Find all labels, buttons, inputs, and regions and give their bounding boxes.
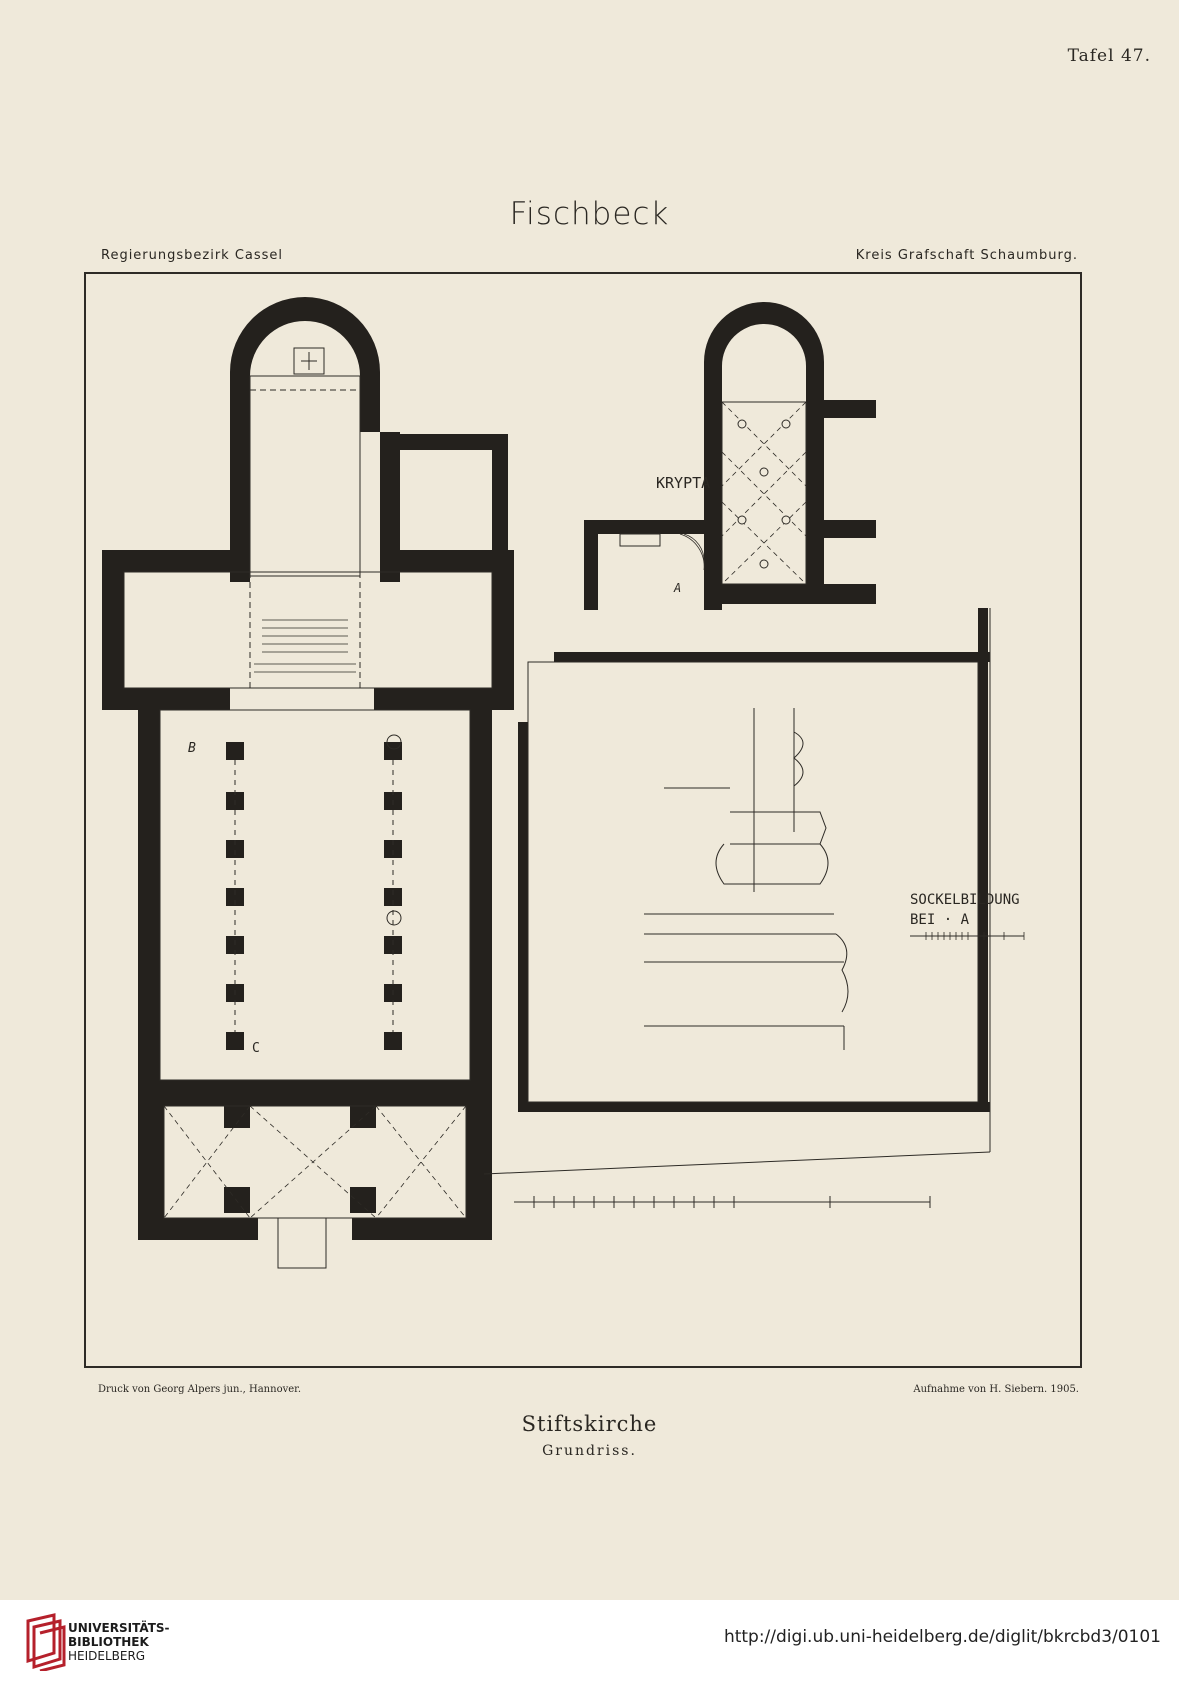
library-logo-icon [26, 1613, 66, 1671]
mark-b: B [188, 741, 196, 756]
floor-plan-drawing: KRYPTA SOCKELBILDUNG BEI · A A B C [102, 297, 1025, 1269]
printer-credit: Druck von Georg Alpers jun., Hannover. [98, 1384, 302, 1395]
district-label: Kreis Grafschaft Schaumburg. [855, 248, 1078, 263]
permalink-url[interactable]: http://digi.ub.uni-heidelberg.de/diglit/… [723, 1627, 1161, 1647]
library-line-1: UNIVERSITÄTS- [68, 1621, 170, 1635]
library-line-2: BIBLIOTHEK [68, 1635, 149, 1649]
survey-credit: Aufnahme von H. Siebern. 1905. [913, 1384, 1079, 1395]
plate-number: Tafel 47. [1067, 46, 1151, 66]
page-title: Fischbeck [509, 196, 670, 232]
mark-a: A [673, 581, 681, 595]
library-name: UNIVERSITÄTS- BIBLIOTHEK HEIDELBERG [68, 1621, 170, 1663]
krypta-label: KRYPTA [656, 474, 710, 492]
sockel-label: SOCKELBILDUNG [910, 892, 1020, 908]
plate-sheet: Tafel 47. Fischbeck Regierungsbezirk Cas… [84, 46, 1151, 1459]
caption-title: Stiftskirche [521, 1412, 658, 1436]
drawing-frame [84, 272, 1082, 1368]
library-line-3: HEIDELBERG [68, 1649, 146, 1663]
viewer-footer: UNIVERSITÄTS- BIBLIOTHEK HEIDELBERG http… [0, 1600, 1179, 1684]
mark-c: C [252, 1041, 260, 1056]
caption-subtitle: Grundriss. [542, 1443, 637, 1459]
sockel-sublabel: BEI · A [910, 912, 970, 928]
region-label: Regierungsbezirk Cassel [101, 248, 284, 263]
